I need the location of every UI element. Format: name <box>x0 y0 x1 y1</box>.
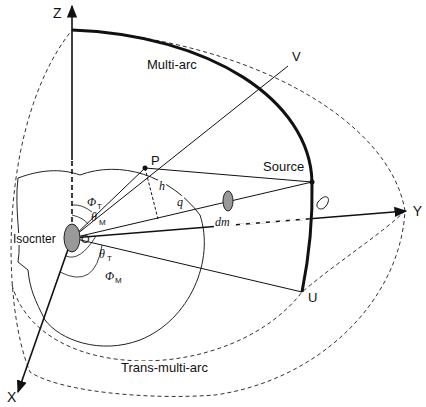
angle-symbol: Φ <box>104 270 115 282</box>
y-axis-dash <box>220 219 312 227</box>
axis-label: Z <box>52 6 63 20</box>
x-axis <box>18 238 72 392</box>
isocenter-disc <box>64 224 80 252</box>
angle-subscript: T <box>96 203 103 211</box>
ray-source <box>72 182 312 238</box>
source-point <box>310 180 315 185</box>
distance-h <box>145 168 158 219</box>
angle-symbol: Φ <box>86 196 97 208</box>
isocenter-label: Isocnter <box>12 233 57 245</box>
angle-arc <box>60 245 102 277</box>
y-axis <box>72 211 406 238</box>
angle-symbol: θ <box>90 211 98 223</box>
distance-label: h <box>158 180 166 192</box>
angle-subscript: M <box>114 277 123 285</box>
collimator-disc <box>223 191 233 211</box>
source-label: Source <box>262 160 305 173</box>
rotation-symbol <box>317 197 329 209</box>
angle-arc <box>72 215 88 224</box>
axis-label: Y <box>412 204 423 218</box>
angle-subscript: M <box>98 219 107 227</box>
ray-u <box>72 238 302 292</box>
angle-subscript: T <box>106 255 113 263</box>
point-label: P <box>150 154 161 167</box>
angle-symbol: θ <box>98 248 106 260</box>
element-label: dm <box>214 216 231 228</box>
arc-label: Trans-multi-arc <box>120 361 209 374</box>
point-p <box>143 166 148 171</box>
distance-label: q <box>176 196 184 208</box>
multi-arc <box>72 30 312 292</box>
axis-label: X <box>6 390 17 404</box>
arc-label: Multi-arc <box>146 58 198 71</box>
point-label: U <box>307 291 318 304</box>
head-outline <box>17 169 204 346</box>
sphere-outline <box>11 30 405 396</box>
origin-label: O <box>80 234 91 245</box>
line-op <box>72 168 145 238</box>
ray-v <box>72 66 288 238</box>
point-label: V <box>291 50 302 63</box>
